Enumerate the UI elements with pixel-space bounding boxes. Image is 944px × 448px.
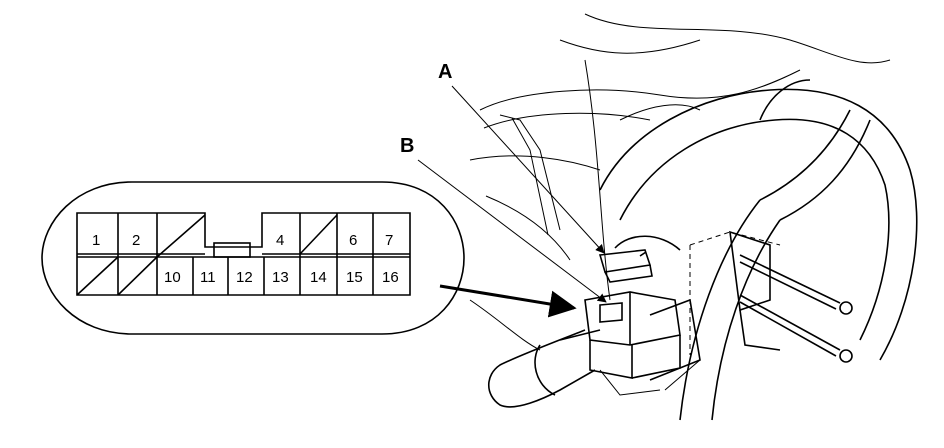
zoom-arrow [439,284,577,318]
connector-a [598,235,681,283]
dashboard-outline [469,13,891,351]
steering-wheel [599,79,918,421]
pin-13: 13 [272,269,289,286]
pin-16: 16 [382,269,399,286]
pin-11: 11 [200,269,216,286]
pin-10: 10 [164,269,181,286]
screw-lower [739,294,853,363]
pin-1: 1 [92,232,100,249]
leader-a [451,85,605,254]
switch-lever [487,329,601,408]
pin-2: 2 [132,232,140,249]
leader-b [417,159,607,303]
connector-detail-view [41,181,465,335]
label-a: A [438,61,452,83]
pin-14: 14 [310,269,327,286]
pin-6: 6 [349,232,357,249]
pin-15: 15 [346,269,363,286]
pin-7: 7 [385,232,393,249]
pin-12: 12 [236,269,253,286]
screw-upper [739,254,853,315]
column-bracket [689,230,781,355]
pin-4: 4 [276,232,284,249]
combination-switch [584,291,701,396]
label-b: B [400,135,414,157]
